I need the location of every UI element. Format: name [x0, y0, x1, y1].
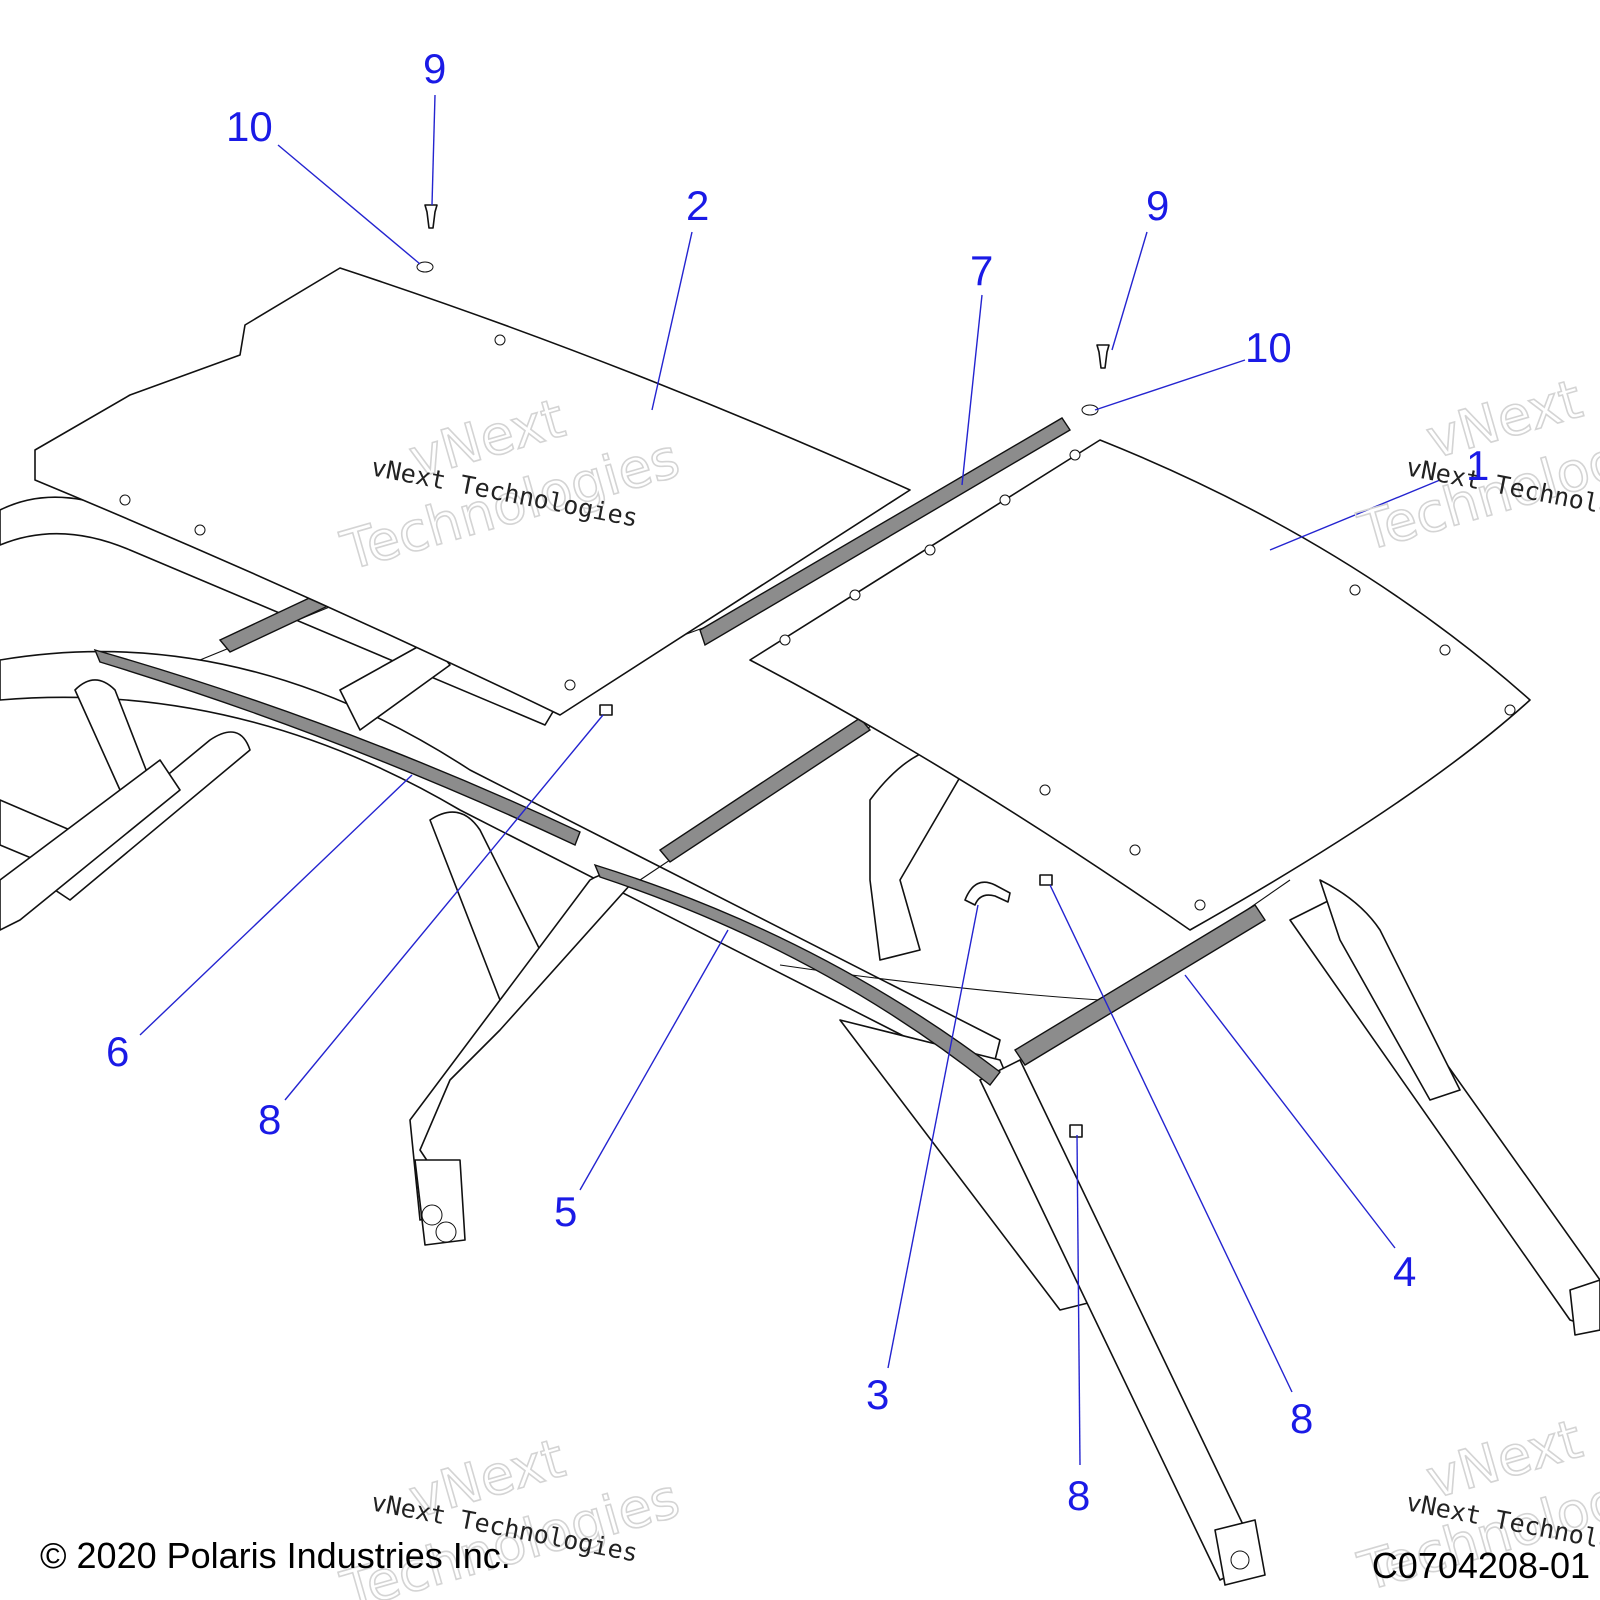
right-rear-upright — [1319, 879, 1461, 1101]
right-front-leg — [979, 1059, 1261, 1581]
leader-3 — [887, 904, 979, 1369]
leader-8c — [1076, 1134, 1081, 1466]
seal-strips — [93, 417, 1266, 1086]
roof-panel-part-2 — [34, 267, 911, 716]
callout-10: 10 — [226, 103, 273, 150]
callout-5: 5 — [554, 1188, 577, 1235]
callout-2: 2 — [686, 182, 709, 229]
seal-part-4 — [1014, 904, 1266, 1066]
panel-hole — [999, 494, 1011, 506]
callout-8: 8 — [258, 1096, 281, 1143]
roof-panel-front — [749, 439, 1531, 931]
panel-hole — [924, 544, 936, 556]
seal-part-5 — [593, 863, 1001, 1086]
leader-4 — [1184, 974, 1396, 1249]
leader-5 — [579, 929, 729, 1191]
roof-panel-rear — [34, 267, 911, 716]
panel-hole — [1129, 844, 1141, 856]
seal-part-6 — [93, 648, 581, 846]
clip-icon — [1039, 874, 1053, 886]
washer-icon — [1081, 404, 1099, 416]
seal-center — [658, 717, 872, 863]
leader-6 — [139, 774, 413, 1036]
panel-hole — [119, 494, 131, 506]
leader-8a — [284, 714, 604, 1101]
callout-4: 4 — [1393, 1248, 1416, 1295]
clamp-part-3 — [964, 881, 1011, 906]
roll-cage-frame — [0, 496, 1600, 1586]
panel-hole — [1039, 784, 1051, 796]
callout-7: 7 — [970, 247, 993, 294]
drawing-code: C0704208-01 — [1372, 1545, 1590, 1586]
roof-panel-part-1 — [749, 439, 1531, 931]
panel-hole — [564, 679, 576, 691]
panel-hole — [779, 634, 791, 646]
right-rear-leg — [1289, 899, 1600, 1331]
washer-icon — [416, 261, 434, 273]
panel-hole — [1439, 644, 1451, 656]
leader-9b — [1111, 231, 1148, 351]
leader-8b — [1049, 884, 1293, 1393]
clip-icon — [1069, 1124, 1083, 1138]
panel-hole — [1349, 584, 1361, 596]
panel-hole — [194, 524, 206, 536]
screw-icon — [1096, 344, 1110, 369]
left-upright-a — [74, 679, 151, 791]
callout-1: 1 — [1466, 442, 1489, 489]
callout-3: 3 — [866, 1371, 889, 1418]
copyright-notice: © 2020 Polaris Industries Inc. — [40, 1535, 511, 1576]
seal-part-7 — [699, 417, 1071, 647]
right-center-pillar — [869, 749, 971, 961]
rear-support-cylinder — [339, 639, 451, 731]
leader-lines — [139, 94, 1441, 1466]
callout-8: 8 — [1290, 1395, 1313, 1442]
callout-10: 10 — [1245, 324, 1292, 371]
panel-hole — [1069, 449, 1081, 461]
panel-hole — [1194, 899, 1206, 911]
foot-hole — [1230, 1550, 1250, 1570]
panel-hole — [849, 589, 861, 601]
right-foot — [1569, 1279, 1600, 1336]
callout-8: 8 — [1067, 1472, 1090, 1519]
panel-hole — [494, 334, 506, 346]
leader-10b — [1094, 359, 1246, 411]
callout-9: 9 — [1146, 182, 1169, 229]
bracket-hole — [435, 1221, 457, 1243]
callout-labels: 9 10 2 9 7 10 1 6 8 5 3 8 4 8 — [106, 45, 1489, 1519]
leader-2 — [651, 231, 693, 411]
bracket-hole — [421, 1204, 443, 1226]
leader-7 — [961, 294, 983, 486]
leader-10a — [277, 144, 421, 265]
callout-6: 6 — [106, 1028, 129, 1075]
center-a-pillar-left — [429, 811, 546, 1001]
fasteners — [416, 204, 1110, 1138]
screw-icon — [424, 204, 438, 229]
clip-icon — [599, 704, 613, 716]
callout-9: 9 — [423, 45, 446, 92]
panel-hole — [1504, 704, 1516, 716]
leader-9a — [431, 94, 436, 206]
left-lower-tube — [0, 759, 181, 931]
leader-1 — [1269, 479, 1441, 551]
